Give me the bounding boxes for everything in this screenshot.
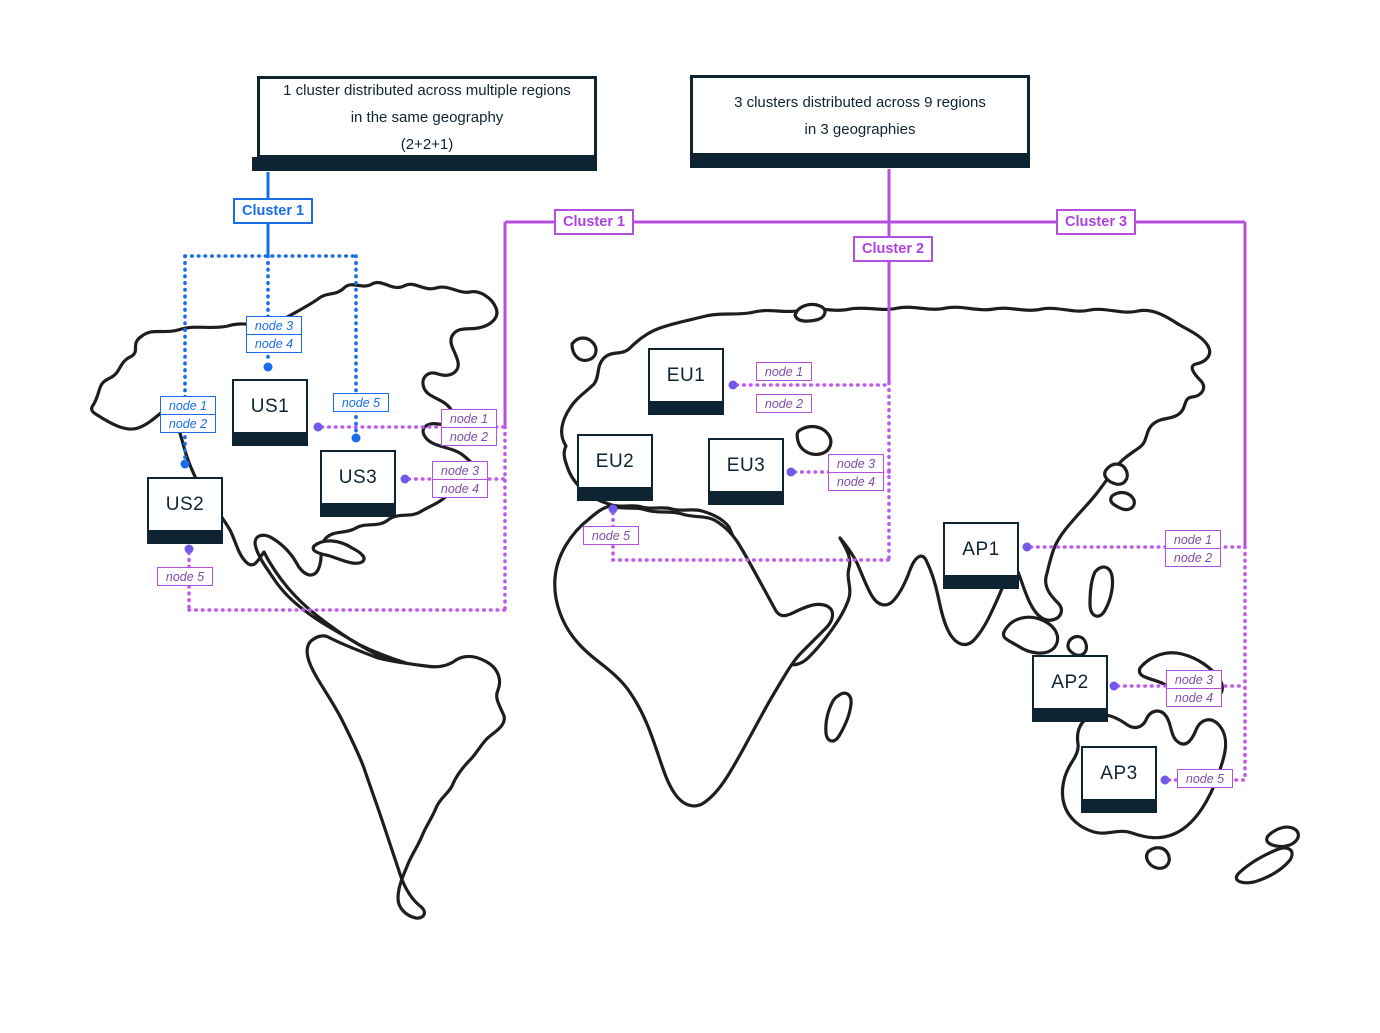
node-label-purple-eu-n2: node 2 (756, 394, 812, 413)
region-label-eu3: EU3 (726, 454, 766, 476)
region-label-ap1: AP1 (962, 538, 1000, 560)
island-philippines (1088, 565, 1115, 618)
region-bar-eu1 (650, 401, 722, 413)
node-label-purple-ap-n4: node 4 (1166, 688, 1222, 707)
continent-north-america (90, 281, 499, 678)
title-right-line2: in 3 geographies (804, 120, 916, 138)
title-box-right: 3 clusters distributed across 9 regions … (690, 75, 1030, 156)
title-box-left: 1 cluster distributed across multiple re… (257, 76, 597, 158)
node-label-purple-us-n5: node 5 (157, 567, 213, 586)
node-label-purple-eu-n5: node 5 (583, 526, 639, 545)
node-label-blue-us-n4: node 4 (246, 334, 302, 353)
node-label-purple-ap-n5: node 5 (1177, 769, 1233, 788)
island-japan-north (1103, 462, 1129, 486)
region-bar-ap2 (1034, 708, 1106, 720)
node-label-purple-ap-n1: node 1 (1165, 530, 1221, 549)
title-left-line3: (2+2+1) (400, 135, 454, 153)
island-tasmania (1145, 846, 1171, 870)
title-left-line2: in the same geography (350, 108, 504, 126)
title-left-line1: 1 cluster distributed across multiple re… (283, 81, 571, 99)
region-box-eu1: EU1 (648, 348, 724, 415)
region-box-eu2: EU2 (577, 434, 653, 501)
node-label-purple-eu-n3: node 3 (828, 454, 884, 473)
island-sulawesi (1066, 634, 1088, 657)
island-cuba (311, 539, 366, 565)
title-right-line1: 3 clusters distributed across 9 regions (734, 93, 986, 111)
region-bar-us2 (149, 530, 221, 542)
node-label-blue-us-n1: node 1 (160, 396, 216, 415)
region-box-us2: US2 (147, 477, 223, 544)
region-bar-us1 (234, 432, 306, 444)
region-bar-us3 (322, 503, 394, 515)
node-label-purple-us-n2: node 2 (441, 427, 497, 446)
region-label-ap3: AP3 (1100, 762, 1138, 784)
region-bar-eu3 (710, 491, 782, 503)
node-label-blue-us-n3: node 3 (246, 316, 302, 335)
cluster-label-blue-1: Cluster 1 (233, 198, 314, 224)
node-label-purple-ap-n3: node 3 (1166, 670, 1222, 689)
region-bar-ap1 (945, 575, 1017, 587)
region-box-ap2: AP2 (1032, 655, 1108, 722)
island-british-isles (570, 336, 598, 362)
purple-cluster2-links (608, 380, 891, 562)
region-box-ap3: AP3 (1081, 746, 1157, 813)
node-label-purple-eu-n4: node 4 (828, 472, 884, 491)
region-box-ap1: AP1 (943, 522, 1019, 589)
region-box-eu3: EU3 (708, 438, 784, 505)
node-label-purple-us-n1: node 1 (441, 409, 497, 428)
title-right-shadow-bar (690, 155, 1030, 168)
node-label-blue-us-n2: node 2 (160, 414, 216, 433)
region-label-us3: US3 (338, 466, 378, 488)
region-label-us2: US2 (165, 493, 205, 515)
region-label-eu2: EU2 (595, 450, 635, 472)
continent-south-america (305, 634, 506, 920)
island-new-zealand-north (1265, 825, 1300, 849)
node-label-purple-ap-n2: node 2 (1165, 548, 1221, 567)
cluster-label-purple-2: Cluster 2 (853, 236, 934, 262)
island-borneo (1001, 615, 1060, 655)
island-madagascar (824, 691, 853, 743)
island-japan-south (1109, 490, 1136, 512)
region-box-us3: US3 (320, 450, 396, 517)
lake-caspian (795, 424, 833, 456)
node-label-blue-us-n5: node 5 (333, 393, 389, 412)
node-label-purple-us-n3: node 3 (432, 461, 488, 480)
island-arctic (793, 302, 827, 323)
continent-africa (553, 504, 835, 808)
region-box-us1: US1 (232, 379, 308, 446)
cluster-label-purple-3: Cluster 3 (1056, 209, 1137, 235)
island-new-zealand-south (1234, 846, 1294, 885)
region-label-eu1: EU1 (666, 364, 706, 386)
title-left-shadow-bar (252, 157, 597, 171)
region-bar-eu2 (579, 487, 651, 499)
node-label-purple-us-n4: node 4 (432, 479, 488, 498)
node-label-purple-eu-n1: node 1 (756, 362, 812, 381)
region-label-ap2: AP2 (1051, 671, 1089, 693)
region-bar-ap3 (1083, 799, 1155, 811)
cluster-label-purple-1: Cluster 1 (554, 209, 635, 235)
region-label-us1: US1 (250, 395, 290, 417)
